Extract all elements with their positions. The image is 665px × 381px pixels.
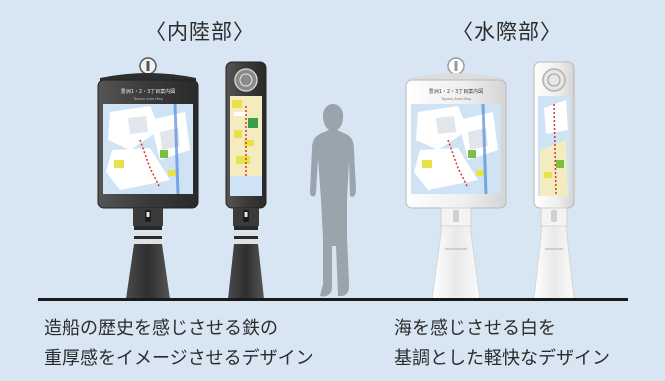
waterfront-map-panel xyxy=(411,103,501,195)
waterfront-map-title: 豊洲1・2・3丁目案内図 xyxy=(429,88,484,95)
inland-map-title: 豊洲1・2・3丁目案内図 xyxy=(121,88,176,95)
waterfront-narrow-sign xyxy=(533,61,575,300)
emblem-icon xyxy=(234,68,258,92)
waterfront-caption-line1: 海を感じさせる白を xyxy=(394,318,556,339)
inland-caption-line1: 造船の歴史を感じさせる鉄の xyxy=(44,318,278,339)
inland-caption: 造船の歴史を感じさせる鉄の 重厚感をイメージさせるデザイン xyxy=(44,314,314,374)
inland-caption-line2: 重厚感をイメージさせるデザイン xyxy=(44,348,314,369)
caption-panel xyxy=(0,300,665,381)
waterfront-map-subtitle: Toyosu Area Map xyxy=(440,97,471,101)
waterfront-map-sign: 豊洲1・2・3丁目案内図 Toyosu Area Map xyxy=(405,57,507,300)
waterfront-caption-line2: 基調とした軽快なデザイン xyxy=(394,348,610,369)
inland-map-panel xyxy=(103,103,193,195)
inland-narrow-map xyxy=(230,96,262,196)
emblem-icon xyxy=(542,68,566,92)
ground-line xyxy=(38,298,628,301)
inland-map-sign: 豊洲1・2・3丁目案内図 Toyosu Area Map xyxy=(97,57,199,299)
inland-heading: 〈内陸部〉 xyxy=(145,20,255,44)
inland-map-subtitle: Toyosu Area Map xyxy=(132,97,163,101)
inland-narrow-sign xyxy=(225,61,267,299)
waterfront-heading: 〈水際部〉 xyxy=(452,20,562,44)
waterfront-caption: 海を感じさせる白を 基調とした軽快なデザイン xyxy=(394,314,610,374)
waterfront-narrow-map xyxy=(538,96,570,196)
person-silhouette xyxy=(310,104,356,297)
